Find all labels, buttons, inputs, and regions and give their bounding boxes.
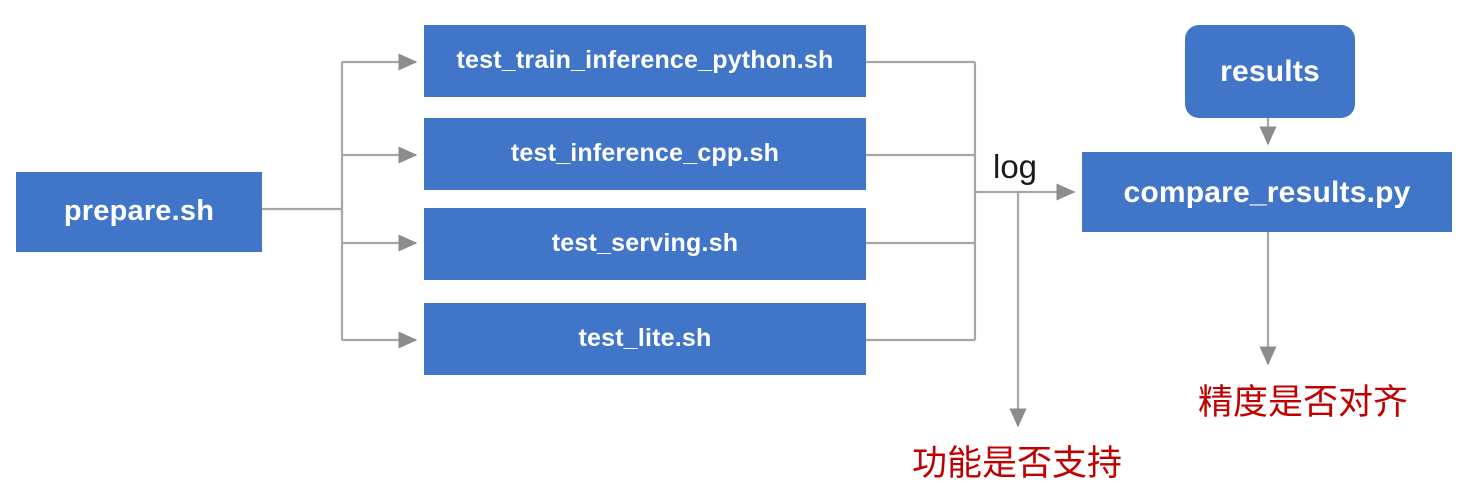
- node-test-lite-sh[interactable]: test_lite.sh: [424, 303, 866, 375]
- node-results-label: results: [1220, 55, 1320, 88]
- node-test-lite-sh-label: test_lite.sh: [578, 324, 712, 353]
- node-prepare-sh-label: prepare.sh: [63, 195, 215, 228]
- node-compare-results-py-label: compare_results.py: [1123, 175, 1411, 209]
- node-test-inference-cpp-sh-label: test_inference_cpp.sh: [510, 139, 780, 168]
- node-compare-results-py[interactable]: compare_results.py: [1082, 152, 1452, 232]
- node-test-serving-sh-label: test_serving.sh: [551, 229, 739, 258]
- edge-label-log: log: [993, 148, 1038, 185]
- node-prepare-sh[interactable]: prepare.sh: [16, 172, 262, 252]
- node-test-train-inference-python-sh[interactable]: test_train_inference_python.sh: [424, 25, 866, 97]
- annotation-function-supported: 功能是否支持: [912, 444, 1123, 483]
- node-test-serving-sh[interactable]: test_serving.sh: [424, 208, 866, 280]
- node-test-inference-cpp-sh[interactable]: test_inference_cpp.sh: [424, 118, 866, 190]
- annotation-precision-aligned: 精度是否对齐: [1198, 383, 1409, 422]
- node-results[interactable]: results: [1185, 25, 1355, 118]
- node-test-train-inference-python-sh-label: test_train_inference_python.sh: [456, 46, 834, 75]
